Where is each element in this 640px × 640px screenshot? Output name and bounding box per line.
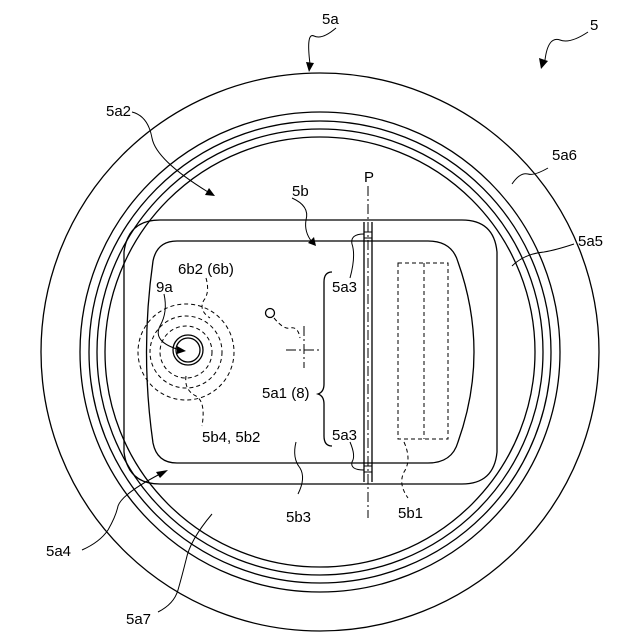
leader-outer-ring: [309, 28, 336, 64]
arrowhead-hole: [177, 346, 186, 354]
boss-dashed-inner: [160, 326, 212, 378]
label-rim: 5a6: [552, 147, 577, 164]
label-slot: 5b1: [398, 505, 423, 522]
leader-inner-face: [132, 112, 208, 192]
arrowhead-outer-ring: [306, 62, 314, 72]
leader-fig-ref: [545, 32, 588, 60]
label-plate: 5b: [292, 183, 309, 200]
label-boss: 6b2 (6b): [178, 261, 234, 278]
leader-bracket-bottom: [350, 442, 364, 470]
label-bracket-top: 5a3: [332, 279, 357, 296]
leader-hole: [158, 294, 180, 350]
boss-dashed-outer: [138, 304, 234, 400]
label-lower-face: 5a7: [126, 611, 151, 628]
ring-circle-1: [80, 112, 560, 592]
label-ring-edge: 5a5: [578, 233, 603, 250]
label-bracket-mid: 5a1 (8): [262, 385, 310, 402]
label-outer-ring: 5a: [322, 11, 339, 28]
small-circle-o: [266, 309, 275, 318]
leader-rim: [512, 168, 548, 184]
label-plate-face: 5b3: [286, 509, 311, 526]
arrowhead-fig-ref: [539, 58, 548, 69]
label-hole: 9a: [156, 279, 173, 296]
outer-circle: [41, 73, 599, 631]
arrowhead-inner-face: [205, 188, 215, 196]
leader-boss: [202, 278, 210, 318]
leader-slot: [402, 442, 408, 498]
label-axis-p: P: [364, 169, 374, 186]
ring-circle-4: [105, 137, 535, 567]
arrowhead-lower-ring: [156, 470, 168, 478]
slot-outer-dashed: [398, 263, 448, 439]
label-lower-ring: 5a4: [46, 543, 71, 560]
label-inner-face: 5a2: [106, 103, 131, 120]
bracket-5a1: [318, 272, 332, 446]
ring-circle-2: [89, 121, 551, 583]
label-boss-sub: 5b4, 5b2: [202, 429, 260, 446]
o-leader: [274, 318, 300, 338]
ring-circle-3: [97, 129, 543, 575]
leader-boss-sub: [186, 376, 203, 426]
label-fig-ref: 5: [590, 17, 598, 34]
leader-plate-face: [295, 442, 303, 494]
label-bracket-bottom: 5a3: [332, 427, 357, 444]
